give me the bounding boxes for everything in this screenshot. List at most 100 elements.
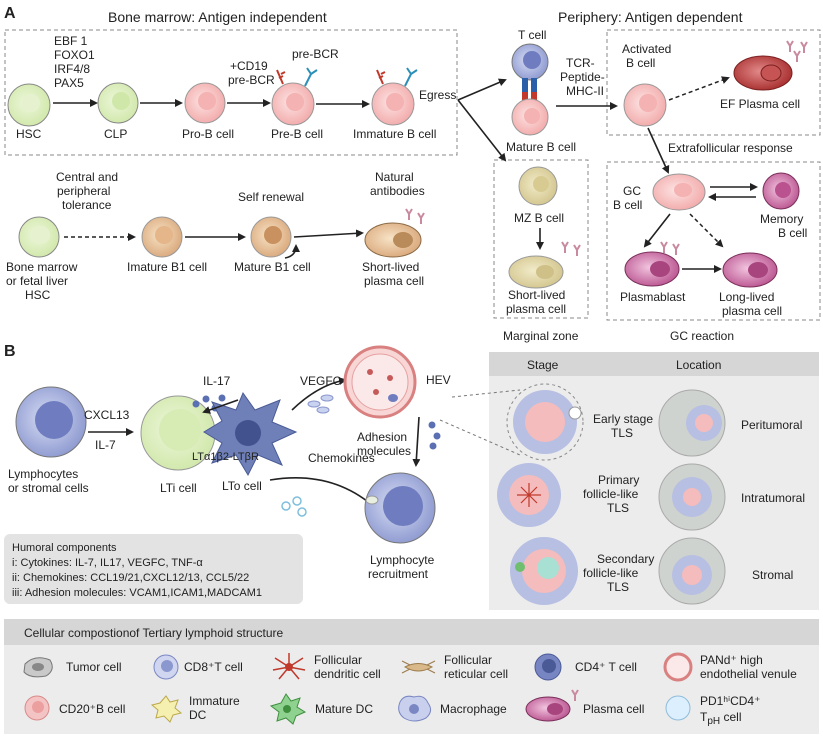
legend-cd8: CD8⁺T cell (184, 660, 243, 674)
stromal-tls (658, 537, 726, 605)
bone-marrow-title: Bone marrow: Antigen independent (108, 9, 327, 25)
cytokine-dots (192, 394, 226, 412)
tph-cell-icon (665, 695, 691, 721)
mature-b1-label: Mature B1 cell (234, 260, 311, 274)
legend-mature-dc: Mature DC (315, 702, 373, 716)
arrow-egress-up (457, 78, 507, 101)
clp-label: CLP (104, 127, 127, 141)
arrow-activated-gc (647, 127, 670, 174)
pre-bcr-top-label: pre-BCR (292, 47, 339, 61)
peritumoral-label: Peritumoral (741, 418, 802, 432)
secondary-3: TLS (607, 580, 629, 594)
arrow-il17 (202, 399, 239, 414)
tf-4: PAX5 (54, 76, 84, 90)
gc-b-cell (652, 173, 706, 211)
cd19-2: pre-BCR (228, 73, 275, 87)
adhesion-2: molecules (357, 444, 411, 458)
legend-cd4: CD4⁺ T cell (575, 660, 637, 674)
arrow-matb1-short (293, 229, 364, 238)
plasmablast-label: Plasmablast (620, 290, 686, 304)
gc-box (606, 161, 821, 321)
lto-label: LTo cell (222, 479, 262, 493)
cd8-t-cell-icon (153, 654, 179, 680)
il17-label: IL-17 (203, 374, 231, 388)
primary-2: follicle-like (583, 487, 639, 501)
early-1: Early stage (593, 412, 653, 426)
recruited-lymphocyte (364, 472, 436, 544)
arrow-egress-down (457, 99, 507, 162)
pro-b-cell (184, 82, 226, 124)
legend-header (4, 619, 819, 645)
bmfl-3: HSC (25, 288, 51, 302)
tcr-3: MHC-II (566, 84, 604, 98)
activated-b-cell (623, 83, 667, 127)
location-header: Location (676, 358, 721, 372)
secondary-1: Secondary (597, 552, 654, 566)
antibody-icon (786, 40, 808, 62)
legend-tph-cell: cell (720, 710, 741, 724)
immature-b1-cell (141, 216, 183, 258)
plasmablast-cell (624, 241, 680, 287)
stromal-label: Stromal (752, 568, 793, 582)
intratumoral-tls (658, 463, 726, 531)
self-renewal-label: Self renewal (238, 190, 304, 204)
central-1: Central and (56, 170, 118, 184)
legend-immdc-2: DC (189, 708, 207, 722)
immature-b-cell (371, 67, 418, 126)
lt-receptor-label: LTα1β2-LTβR (192, 451, 259, 463)
vegfc-molecules (307, 394, 334, 414)
humoral-title: Humoral components (12, 542, 117, 554)
mz-b-label: MZ B cell (514, 211, 564, 225)
adhesion-1: Adhesion (357, 430, 407, 444)
gc-b-2: B cell (613, 198, 642, 212)
mature-dc-icon (269, 693, 307, 725)
recruit-1: Lymphocyte (370, 553, 435, 567)
memory-b-cell (762, 172, 800, 210)
zoom-line-1 (451, 389, 521, 398)
memory-2: B cell (778, 226, 807, 240)
t-cell-label: T cell (518, 28, 546, 42)
pre-b-cell (271, 67, 318, 126)
lti-label: LTi cell (160, 481, 197, 495)
bmfl-2: or fetal liver (6, 274, 68, 288)
gc-b-1: GC (623, 184, 641, 198)
lti-cell (140, 395, 216, 471)
legend-cd20: CD20⁺B cell (59, 702, 125, 716)
ef-plasma-cell (733, 55, 793, 91)
bmfl-1: Bone marrow (6, 260, 78, 274)
stage-location-header (489, 352, 819, 376)
lymph-2: or stromal cells (8, 481, 89, 495)
mz-short-2: plasma cell (506, 302, 566, 316)
arrow-gc-plasmablast (643, 213, 671, 248)
long-lived-2: plasma cell (722, 304, 782, 318)
chemokine-rings (281, 496, 307, 517)
intratumoral-label: Intratumoral (741, 491, 805, 505)
hsc-label: HSC (16, 127, 42, 141)
arrow-gc-longlived (689, 213, 724, 248)
natural-2: antibodies (370, 184, 425, 198)
legend-tph-1: PD1ʰⁱCD4⁺ (700, 694, 760, 708)
immature-b1-label: Imature B1 cell (127, 260, 207, 274)
vegfc-label: VEGFC (300, 374, 342, 388)
legend-fdc-1: Follicular (314, 653, 362, 667)
b1-short-2: plasma cell (364, 274, 424, 288)
arrow-chemokines (269, 477, 374, 507)
adhesion-dots (428, 421, 441, 450)
tcr-2: Peptide- (560, 70, 605, 84)
primary-1: Primary (598, 473, 639, 487)
marginal-zone-label: Marginal zone (503, 329, 579, 343)
mz-short-lived-cell (508, 241, 581, 289)
tcr-1: TCR- (566, 56, 595, 70)
long-lived-1: Long-lived (719, 290, 774, 304)
peritumoral-tls (658, 389, 726, 457)
early-tls (506, 383, 584, 461)
activated-2: B cell (626, 56, 655, 70)
mature-b-cell (511, 98, 549, 136)
pre-b-label: Pre-B cell (271, 127, 323, 141)
pro-b-label: Pro-B cell (182, 127, 234, 141)
tf-2: FOXO1 (54, 48, 95, 62)
clp-cell (97, 82, 139, 124)
tcr-mhc-complex (522, 78, 537, 102)
early-2: TLS (611, 426, 633, 440)
natural-1: Natural (375, 170, 414, 184)
